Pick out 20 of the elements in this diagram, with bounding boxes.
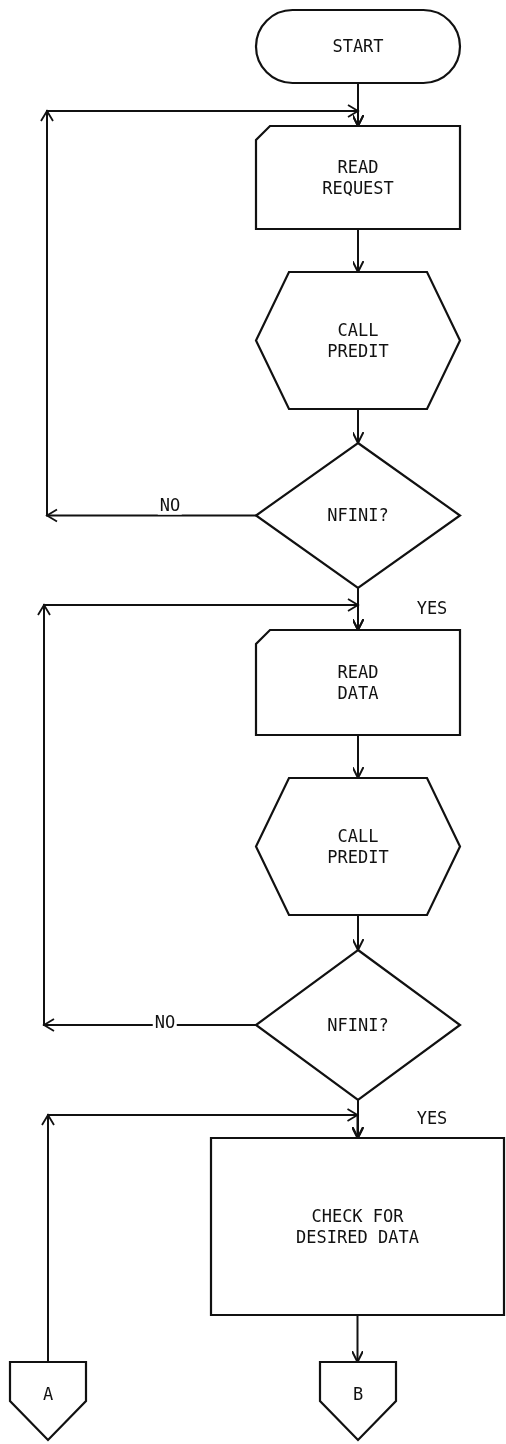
node-label: NFINI? <box>327 505 389 526</box>
node-label: CHECK FOR DESIRED DATA <box>295 1206 420 1247</box>
preparation-hexagon <box>256 778 460 915</box>
decision-diamond <box>256 950 460 1100</box>
node-label: NFINI? <box>327 1014 389 1036</box>
offpage-connector <box>10 1362 86 1440</box>
node-label: START <box>332 36 384 57</box>
node-label: CALL PREDIT <box>326 826 390 867</box>
decision-diamond <box>256 443 460 588</box>
terminal-shape <box>256 10 460 83</box>
node-label: CALL PREDIT <box>326 320 390 361</box>
card-shape <box>256 126 460 229</box>
node-label: A <box>42 1384 54 1405</box>
card-shape <box>256 630 460 735</box>
node-label: B <box>352 1384 364 1405</box>
offpage-connector <box>320 1362 396 1440</box>
process-box <box>211 1138 504 1315</box>
node-label: READ DATA <box>336 662 380 703</box>
preparation-hexagon <box>256 272 460 409</box>
node-label: READ REQUEST <box>321 157 395 198</box>
